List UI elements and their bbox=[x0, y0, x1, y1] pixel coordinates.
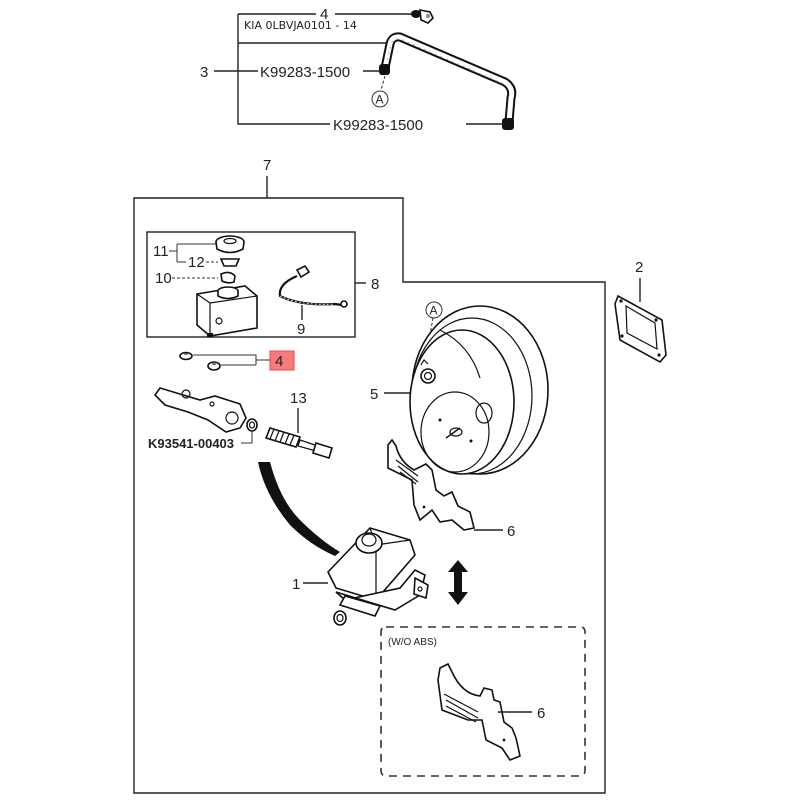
callout-6[interactable]: 6 bbox=[507, 523, 515, 540]
cap-seal-icon[interactable] bbox=[219, 258, 241, 267]
leader-11 bbox=[169, 243, 217, 263]
seal-ring-icon[interactable] bbox=[246, 418, 258, 432]
callout-3[interactable]: 3 bbox=[200, 64, 208, 81]
brake-booster-icon[interactable] bbox=[409, 305, 549, 475]
leader-14 bbox=[193, 354, 270, 366]
ref-a-leader-top bbox=[380, 75, 386, 91]
part-number-master-cyl-seal[interactable]: K93541-00403 bbox=[148, 436, 234, 451]
part-number-hose-clip-lower[interactable]: K99283-1500 bbox=[333, 117, 423, 134]
callout-10[interactable]: 10 bbox=[155, 270, 172, 287]
callout-4-top[interactable]: 4 bbox=[320, 6, 328, 23]
piston-assembly-icon[interactable] bbox=[264, 427, 333, 460]
grommet-lower-icon[interactable] bbox=[207, 361, 221, 371]
callout-6-wo-abs[interactable]: 6 bbox=[537, 705, 545, 722]
gasket-icon[interactable] bbox=[614, 294, 667, 364]
grommet-upper-icon[interactable] bbox=[179, 351, 193, 361]
ref-a-top-label: A bbox=[376, 93, 384, 107]
vacuum-hose-icon[interactable] bbox=[379, 32, 517, 130]
part-number-hose-clip-upper[interactable]: K99283-1500 bbox=[260, 64, 350, 81]
reservoir-filter-icon[interactable] bbox=[220, 271, 236, 284]
wo-abs-variant-box bbox=[380, 626, 586, 777]
assembly-pointer-arrow-icon bbox=[258, 462, 340, 556]
reservoir-tank-icon[interactable] bbox=[196, 285, 258, 337]
mounting-bracket-icon[interactable] bbox=[387, 438, 475, 531]
callout-2[interactable]: 2 bbox=[635, 259, 643, 276]
ref-a-top-circle bbox=[371, 90, 389, 108]
double-arrow-icon bbox=[448, 560, 468, 605]
reservoir-kit-box bbox=[146, 231, 356, 338]
leader-bracket-left bbox=[237, 14, 330, 125]
callout-9[interactable]: 9 bbox=[297, 321, 305, 338]
callout-5[interactable]: 5 bbox=[370, 386, 378, 403]
callout-13[interactable]: 13 bbox=[290, 390, 307, 407]
master-cylinder-assembly-icon[interactable] bbox=[327, 527, 429, 626]
vacuum-hose-group: 4 KIA 0LBVJA0101 - 14 3 K99283-1500 K992… bbox=[200, 6, 517, 134]
mounting-bracket-wo-abs-icon[interactable] bbox=[437, 662, 521, 761]
callout-4-highlighted[interactable]: 4 bbox=[275, 353, 283, 370]
callout-1[interactable]: 1 bbox=[292, 576, 300, 593]
wo-abs-label: (W/O ABS) bbox=[388, 637, 437, 648]
callout-11[interactable]: 11 bbox=[153, 243, 169, 260]
hose-clip-upper-icon bbox=[379, 64, 390, 75]
leader-seal bbox=[241, 431, 253, 444]
check-valve-icon[interactable] bbox=[411, 9, 434, 24]
callout-7[interactable]: 7 bbox=[263, 157, 271, 174]
assembly-frame bbox=[133, 197, 606, 794]
highlight-callout-box[interactable] bbox=[269, 350, 295, 371]
reservoir-cap-icon[interactable] bbox=[215, 235, 245, 254]
hose-clip-lower-icon bbox=[502, 118, 514, 130]
ref-a-booster-label: A bbox=[430, 304, 438, 318]
fluid-level-sensor-icon[interactable] bbox=[278, 264, 348, 308]
ref-a-booster-circle bbox=[425, 301, 443, 319]
callout-12[interactable]: 12 bbox=[188, 254, 205, 271]
callout-8[interactable]: 8 bbox=[371, 276, 379, 293]
master-cylinder-body-icon[interactable] bbox=[153, 387, 247, 433]
diagram-header-code: KIA 0LBVJA0101 - 14 bbox=[244, 19, 357, 32]
